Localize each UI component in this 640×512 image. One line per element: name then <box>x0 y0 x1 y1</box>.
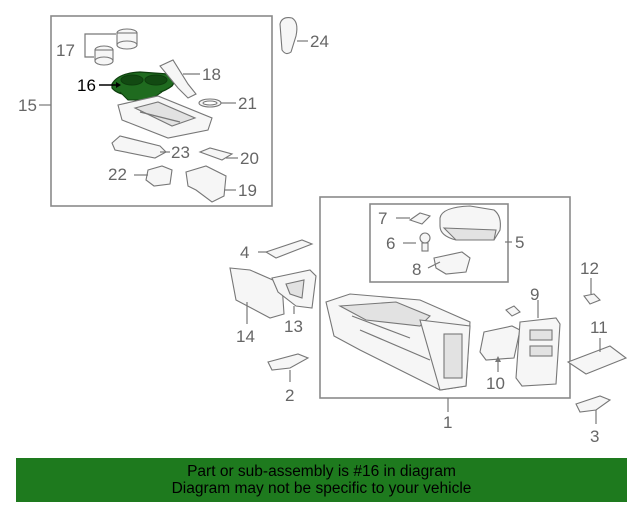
part-11-mat <box>566 338 628 375</box>
callout-7: 7 <box>378 209 387 228</box>
part-19-panel <box>185 165 236 203</box>
banner-line-1: Part or sub-assembly is #16 in diagram <box>187 463 456 480</box>
part-9-bezel <box>505 300 561 387</box>
part-10-cover <box>479 325 521 372</box>
assembly-box-1 <box>319 196 571 399</box>
part-24-knob <box>279 17 308 55</box>
part-4-strip <box>258 239 314 259</box>
callout-6: 6 <box>386 234 395 253</box>
part-3-bracket <box>575 395 612 424</box>
callout-21: 21 <box>238 94 257 113</box>
subassembly-box-5 <box>369 203 509 283</box>
part-22-block <box>134 165 173 187</box>
callout-2: 2 <box>285 386 294 405</box>
part-5-armrest-lid <box>439 205 512 243</box>
info-banner: Part or sub-assembly is #16 in diagram D… <box>16 458 627 502</box>
callout-16: 16 <box>77 76 96 95</box>
callout-14: 14 <box>236 327 255 346</box>
callout-19: 19 <box>238 181 257 200</box>
callout-10: 10 <box>486 374 505 393</box>
callout-12: 12 <box>580 259 599 278</box>
upper-console-panel <box>117 95 213 139</box>
callout-8: 8 <box>412 260 421 279</box>
part-6-bolt <box>403 232 431 252</box>
part-14-side-panel <box>229 267 285 324</box>
callout-17: 17 <box>56 41 75 60</box>
callout-22: 22 <box>108 165 127 184</box>
callout-18: 18 <box>202 65 221 84</box>
part-2-trim <box>267 353 310 382</box>
part-13-bracket <box>271 269 317 314</box>
callout-1: 1 <box>443 413 452 432</box>
part-20-pad <box>198 147 238 161</box>
subassembly-box-15 <box>50 15 273 207</box>
callout-23: 23 <box>171 143 190 162</box>
part-21-ring <box>198 98 236 108</box>
part-16-cup-holder <box>99 71 175 101</box>
callout-13: 13 <box>284 317 303 336</box>
banner-line-2: Diagram may not be specific to your vehi… <box>171 480 472 497</box>
part-8-hinge <box>427 251 471 275</box>
callout-5: 5 <box>515 233 524 252</box>
callout-15: 15 <box>18 96 37 115</box>
callout-11: 11 <box>590 318 608 337</box>
part-17-caps <box>84 28 138 66</box>
part-23-bracket <box>111 135 170 159</box>
callout-3: 3 <box>590 427 599 446</box>
callout-4: 4 <box>240 243 249 262</box>
callout-20: 20 <box>240 149 259 168</box>
part-7-clip <box>396 212 432 225</box>
callout-24: 24 <box>310 32 329 51</box>
part-12-clip <box>583 278 601 305</box>
part-1-console-body <box>325 293 471 412</box>
part-18-bezel <box>159 59 200 99</box>
callout-9: 9 <box>530 285 539 304</box>
